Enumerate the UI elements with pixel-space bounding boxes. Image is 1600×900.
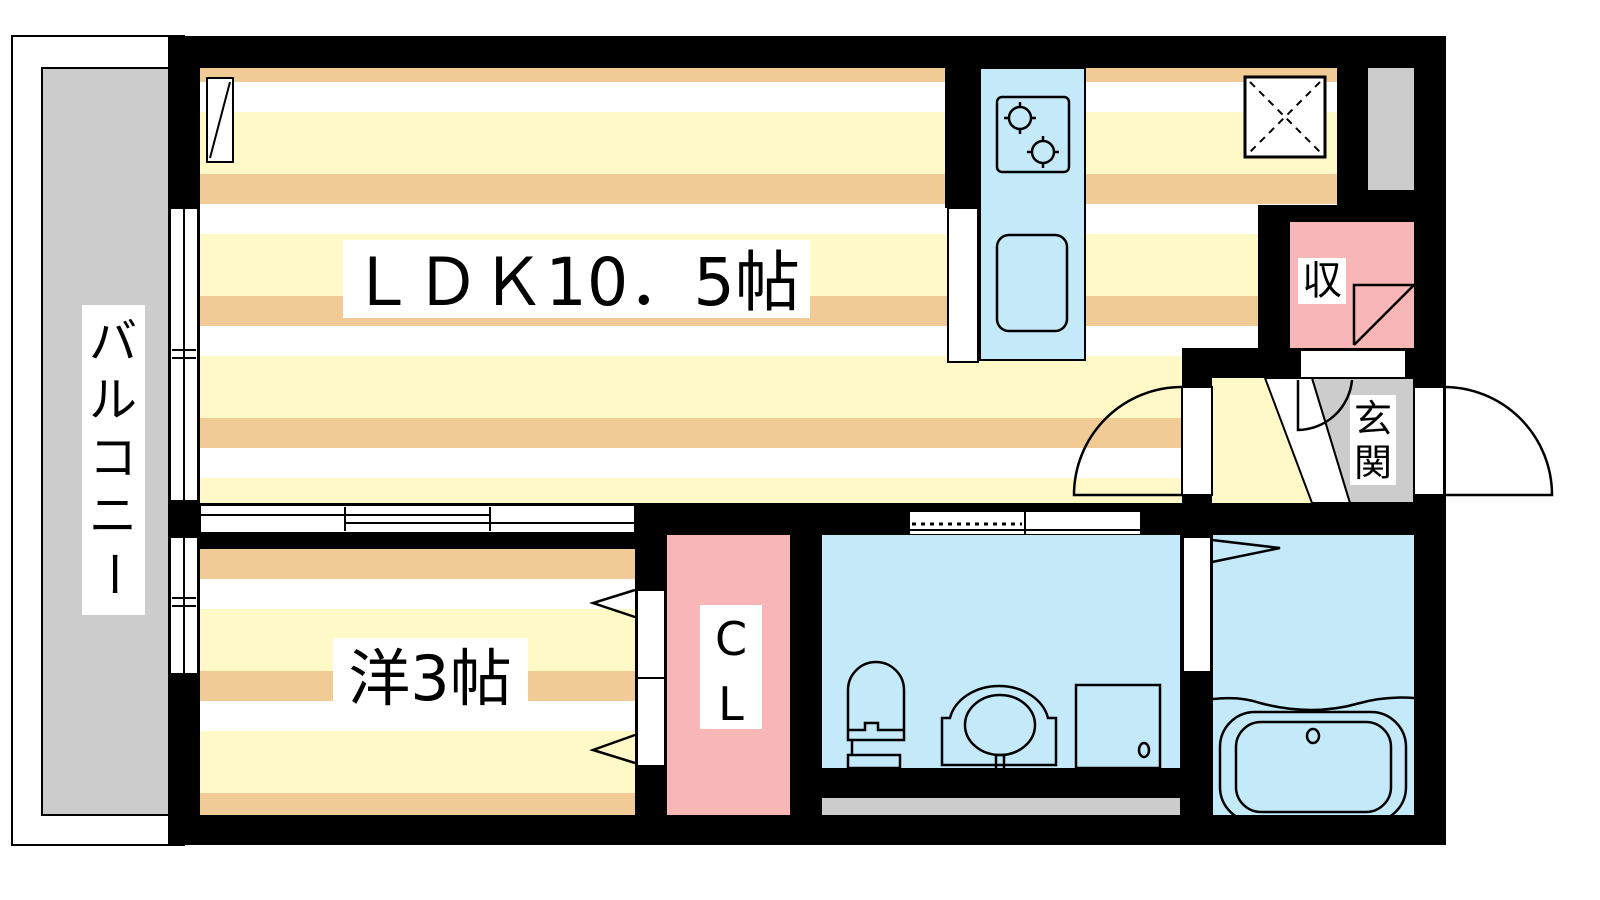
shoe-cabinet-door (1296, 379, 1354, 432)
ldk-door-frame (1181, 386, 1213, 496)
floor-stripe (1085, 174, 1337, 204)
floor-stripe (200, 478, 945, 503)
closet-door[interactable] (636, 677, 666, 767)
floor-stripe (1182, 296, 1258, 326)
floor-stripe (200, 326, 945, 356)
western-label-bg (333, 638, 528, 708)
stove-icon (995, 95, 1071, 174)
entrance-label-2: 関 (1354, 441, 1392, 485)
floor-stripe (200, 174, 945, 204)
balcony-label-char: ー (85, 550, 141, 598)
washing-machine-space (1074, 683, 1162, 770)
floor-stripe (945, 418, 1182, 448)
floor-stripe (200, 68, 945, 82)
toilet-icon (846, 660, 906, 770)
ldk-label: ＬＤＫ10．5帖 (350, 244, 800, 321)
kitchen-window (947, 207, 979, 363)
kitchen-pillar (945, 68, 980, 208)
floor-stripe (200, 82, 945, 112)
entrance-label-1: 玄 (1354, 397, 1392, 441)
closet-label-c: C (715, 612, 747, 666)
closet-door[interactable] (636, 589, 666, 679)
balcony-label-char: バ (89, 314, 137, 370)
closet-label-bg (700, 605, 762, 729)
floor-stripe (200, 793, 635, 815)
storage-label-bg (1298, 258, 1346, 304)
floor-stripe (200, 579, 635, 609)
floor-stripe (1182, 326, 1258, 348)
ldk-door[interactable] (1072, 385, 1183, 497)
ldk-label-bg (343, 240, 810, 318)
floor-stripe (1085, 204, 1337, 205)
ldk-small-window (206, 77, 234, 163)
floor-stripe (200, 549, 635, 579)
washbasin-icon (940, 684, 1058, 767)
bathroom-door[interactable] (1182, 536, 1212, 673)
storage-door (1352, 283, 1415, 346)
sink-icon (995, 233, 1069, 333)
sliding-doors[interactable] (199, 504, 636, 534)
floor-stripe (1182, 234, 1258, 296)
storage-threshold (1299, 349, 1407, 381)
floor-stripe (200, 112, 945, 174)
pipe-space (1368, 68, 1414, 190)
storage-label: 収 (1302, 258, 1342, 304)
front-door[interactable] (1443, 385, 1554, 497)
balcony-label-char: ニ (89, 488, 137, 544)
floor-stripe (1182, 205, 1258, 234)
washroom (822, 535, 1180, 768)
floor-stripe (200, 731, 635, 793)
washroom-shelf (822, 798, 1180, 815)
closet-label-l: L (718, 677, 744, 731)
floor-stripe (200, 204, 945, 234)
balcony-label-char: コ (89, 430, 137, 486)
fridge-cross (1249, 81, 1321, 153)
bathtub-icon (1218, 710, 1408, 824)
front-door-frame (1413, 386, 1445, 496)
bathroom (1213, 535, 1414, 815)
balcony-label-char: ル (89, 372, 137, 428)
floor-stripe (945, 448, 1182, 478)
floor-stripe (945, 356, 1182, 418)
floor-stripes (200, 68, 1337, 815)
balcony-label-bg (82, 305, 145, 615)
floor-stripe (945, 478, 1182, 503)
entrance-label-bg (1350, 395, 1396, 485)
floor-stripe (200, 356, 945, 418)
fridge-space (1243, 75, 1327, 159)
floor-stripe (200, 448, 945, 478)
floor-stripe (200, 418, 945, 448)
western-label: 洋3帖 (348, 642, 511, 715)
